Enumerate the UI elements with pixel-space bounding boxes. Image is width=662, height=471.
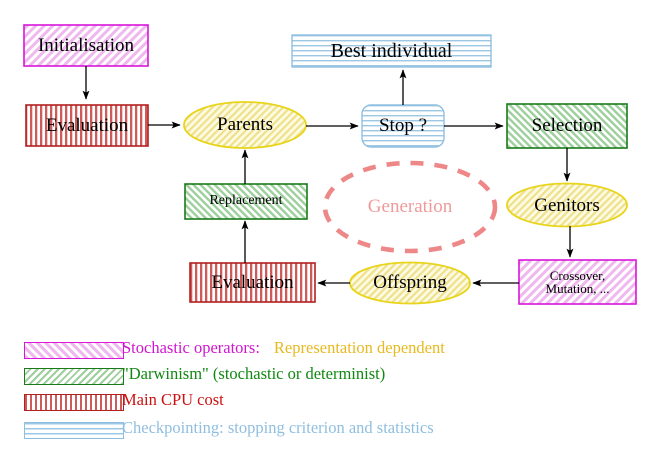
legend-text-stochastic: Stochastic operators: (122, 338, 260, 357)
node-shape-evaluation-bottom (189, 262, 316, 303)
legend-row-stochastic: Stochastic operators: Representation depe… (0, 338, 662, 365)
legend-swatch-blue-horiz (24, 422, 124, 439)
node-shape-stop (361, 104, 445, 148)
legend-label-stochastic: Stochastic operators: Representation depe… (122, 338, 445, 358)
legend-row-checkpointing: Checkpointing: stopping criterion and st… (0, 417, 662, 443)
node-shape-evaluation-top (25, 104, 149, 147)
node-shape-best-individual (291, 34, 492, 68)
legend-row-darwinism: "Darwinism" (stochastic or determinist) (0, 364, 662, 391)
legend-swatch-red-vert (24, 394, 124, 411)
legend-accent-stochastic: Representation dependent (273, 338, 445, 357)
legend: Stochastic operators: Representation depe… (0, 338, 662, 443)
node-shape-initialisation (23, 24, 149, 67)
node-shape-selection (506, 103, 628, 149)
node-shape-genitors (506, 182, 628, 228)
node-shape-generation (322, 160, 498, 254)
legend-label-darwinism: "Darwinism" (stochastic or determinist) (122, 364, 386, 383)
legend-swatch-green-diag (24, 368, 124, 385)
legend-row-cpu-cost: Main CPU cost (0, 390, 662, 417)
legend-label-cpu-cost: Main CPU cost (122, 390, 224, 409)
node-shape-crossover-mutation (518, 259, 637, 305)
node-shape-replacement (184, 183, 308, 220)
legend-label-checkpointing: Checkpointing: stopping criterion and st… (122, 418, 434, 437)
node-shape-offspring (349, 261, 471, 305)
node-shape-parents (183, 101, 307, 149)
legend-swatch-magenta-diag (24, 342, 124, 359)
